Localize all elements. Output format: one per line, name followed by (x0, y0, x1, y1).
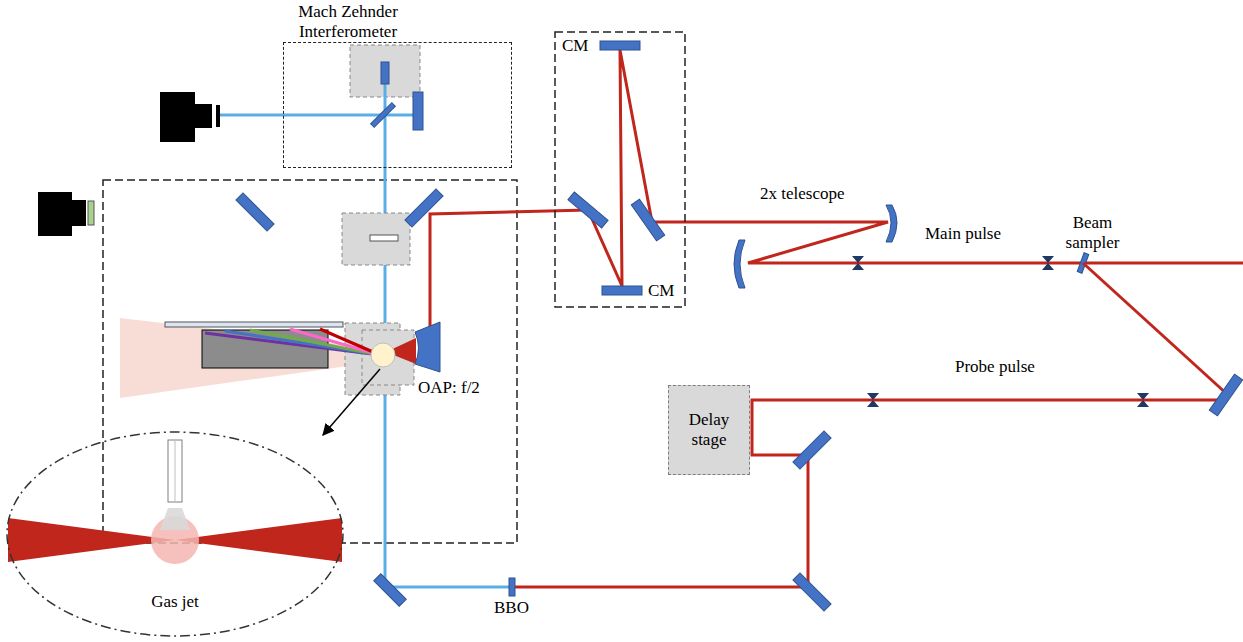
mirror (413, 92, 423, 130)
telescope-mirror (886, 205, 897, 242)
interferometer-box: Mach Zehnder Interferometer (283, 2, 512, 168)
main-beam (430, 210, 588, 340)
mirror (793, 573, 831, 611)
vacuum-chamber (103, 180, 517, 543)
chirped-mirror (602, 286, 642, 295)
node-text: Delay stage (673, 410, 745, 449)
mirror (631, 199, 664, 241)
part-label: Beam sampler (1055, 213, 1130, 252)
compressor-box (555, 32, 685, 307)
nozzle (175, 440, 176, 502)
mirror (374, 574, 407, 607)
mirror (1209, 374, 1242, 416)
part-label: CM (562, 36, 588, 56)
mount (342, 213, 410, 265)
mirror (236, 193, 274, 231)
off-axis-parabola (415, 322, 440, 372)
waist-marker (852, 256, 864, 270)
waist-marker (867, 393, 879, 407)
part-label: CM (648, 281, 674, 301)
camera-lens (72, 200, 86, 226)
part-label: OAP: f/2 (418, 378, 480, 398)
delay-stage-box: Delay stage (668, 385, 750, 475)
electron-trace (225, 331, 380, 355)
detector-screen (165, 322, 343, 327)
node-text: Mach Zehnder Interferometer (283, 2, 413, 41)
main-beam (588, 50, 1243, 286)
focus (371, 343, 395, 367)
electron-trace (290, 329, 380, 355)
node-text: Gas jet (151, 592, 199, 612)
electron-trace (250, 330, 380, 355)
part-label: BBO (494, 598, 529, 618)
telescope-mirror (734, 240, 745, 288)
electron-trace (320, 329, 380, 355)
chirped-mirror (600, 41, 640, 50)
part-label: Main pulse (925, 224, 1001, 244)
laser-focus (8, 518, 175, 562)
radiation-cone (120, 318, 383, 398)
filter (216, 105, 220, 127)
waist-marker (1137, 393, 1149, 407)
probe-beam (1083, 263, 1228, 395)
part-label: Probe pulse (955, 357, 1035, 377)
mirror (568, 192, 608, 228)
dashed-frame (283, 42, 512, 168)
nozzle (168, 440, 182, 502)
mirror (405, 189, 443, 227)
inset-ellipse: Gas jet (5, 430, 345, 638)
mirror (793, 431, 831, 469)
waist-marker (1042, 256, 1054, 270)
camera (38, 192, 72, 236)
probe-beam (512, 400, 1228, 587)
mirror (381, 62, 389, 84)
part-label: 2x telescope (760, 184, 845, 204)
bbo-crystal (509, 578, 515, 596)
laser-focus (175, 518, 342, 562)
camera-lens (195, 104, 212, 128)
window (370, 235, 398, 241)
filter (88, 201, 94, 225)
camera (160, 92, 195, 142)
zoom-arrow (323, 369, 380, 435)
beam-splitter (371, 103, 396, 128)
gas-cone (160, 508, 190, 530)
